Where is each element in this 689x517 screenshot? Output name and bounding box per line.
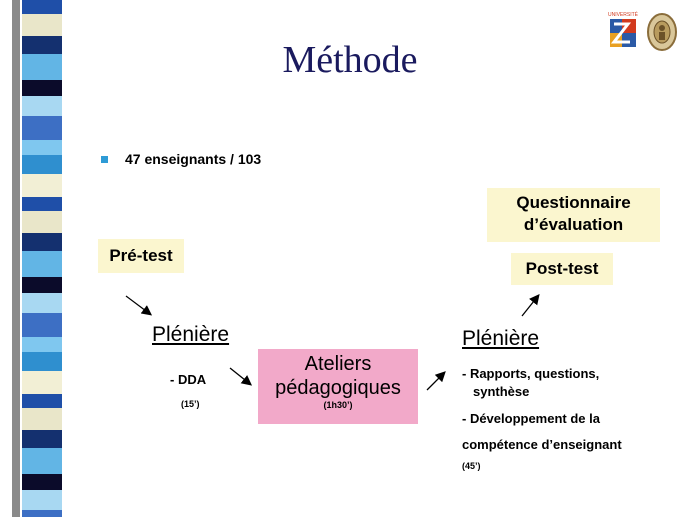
ateliers-line1: Ateliers xyxy=(304,353,372,375)
stripe-cell xyxy=(22,430,62,448)
stripe-cell xyxy=(22,277,62,293)
decorative-stripe-bar xyxy=(0,0,80,517)
stripe-cell xyxy=(22,474,62,490)
stripe-cell xyxy=(22,448,62,474)
ateliers-duration: (1h30’) xyxy=(323,400,353,410)
arrow-dda-to-ateliers xyxy=(229,367,253,386)
page-title: Méthode xyxy=(282,39,418,81)
stripe-cell xyxy=(22,0,62,14)
questionnaire-line2: d’évaluation xyxy=(523,215,624,234)
seal-emblem xyxy=(647,13,677,51)
arrow-pretest-to-pleniere xyxy=(125,295,153,316)
stripe-cell xyxy=(22,140,62,155)
right-pleniere-title: Plénière xyxy=(462,327,540,350)
stripe-cell xyxy=(22,233,62,251)
posttest-box: Post-test xyxy=(511,253,613,285)
questionnaire-box: Questionnaire d’évaluation xyxy=(487,188,660,242)
stripe-cell xyxy=(22,251,62,277)
stripe-cell xyxy=(22,174,62,197)
ateliers-box: Ateliers pédagogiques (1h30’) xyxy=(258,349,418,424)
bullet-text: 47 enseignants / 103 xyxy=(125,151,262,167)
stripe-cell xyxy=(22,293,62,313)
arrow-pleniere-to-posttest xyxy=(521,293,540,317)
stripe-cell xyxy=(22,197,62,211)
stripe-cell xyxy=(22,313,62,337)
bullet-marker xyxy=(101,156,108,163)
left-pleniere-duration: (15’) xyxy=(181,399,200,409)
logo-text: UNIVERSITÉ xyxy=(608,11,639,18)
left-pleniere-item: - DDA xyxy=(170,372,207,387)
right-pleniere-item1-line2: synthèse xyxy=(473,384,530,399)
stripe-cell xyxy=(22,116,62,140)
stripe-cell xyxy=(22,490,62,510)
left-pleniere-title: Plénière xyxy=(152,323,230,346)
stripe-cell xyxy=(22,96,62,116)
right-pleniere-duration: (45’) xyxy=(462,461,481,471)
stripe-cell xyxy=(22,408,62,430)
stripe-cell xyxy=(22,394,62,408)
right-pleniere-item2-line2: compétence d’enseignant xyxy=(462,437,622,452)
right-pleniere-item1-line1: - Rapports, questions, xyxy=(462,366,600,381)
pretest-box: Pré-test xyxy=(98,239,184,273)
right-pleniere-item2-line1: - Développement de la xyxy=(462,411,600,426)
stripe-cell xyxy=(22,14,62,36)
stripe-cell xyxy=(22,155,62,174)
stripe-cell xyxy=(22,211,62,233)
ateliers-line2: pédagogiques xyxy=(275,377,401,399)
stripe-cell xyxy=(22,371,62,394)
stripe-cell xyxy=(22,337,62,352)
arrow-ateliers-to-pleniere xyxy=(426,371,446,391)
stripe-cell xyxy=(22,80,62,96)
stripe-cell xyxy=(22,510,62,517)
stripe-cell xyxy=(22,54,62,80)
questionnaire-line1: Questionnaire xyxy=(516,193,631,212)
stripe-cell xyxy=(22,36,62,54)
stripe-cell xyxy=(22,352,62,371)
university-logo: UNIVERSITÉ xyxy=(606,10,640,50)
